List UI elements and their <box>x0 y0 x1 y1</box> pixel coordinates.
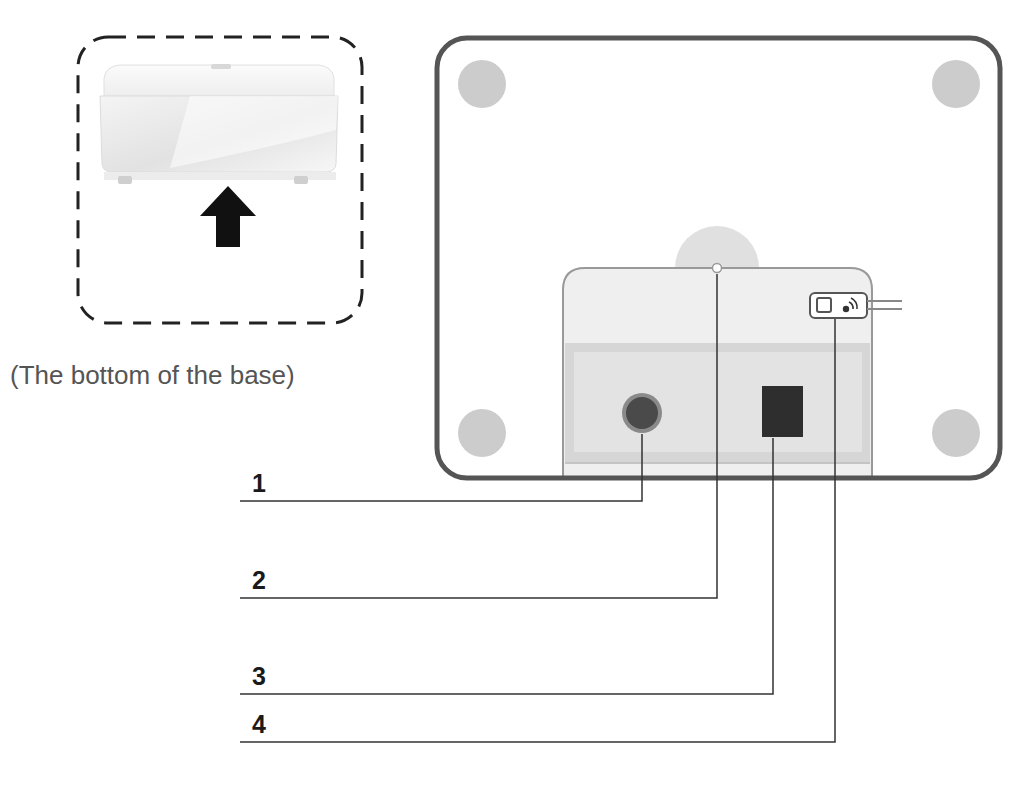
callout-number: 4 <box>252 711 266 739</box>
view-arrow <box>200 186 256 247</box>
pairing-button <box>810 293 902 318</box>
rubber-foot <box>932 409 980 457</box>
rubber-foot <box>458 60 506 108</box>
base-bottom <box>437 38 1000 478</box>
rubber-foot <box>932 60 980 108</box>
callout-number: 1 <box>252 470 266 498</box>
rubber-foot <box>458 409 506 457</box>
leader-lines <box>240 274 835 742</box>
inset-frame <box>78 37 362 323</box>
callout-number: 3 <box>252 663 266 691</box>
callout-number: 2 <box>252 567 266 595</box>
caption: (The bottom of the base) <box>10 361 295 390</box>
device-photo <box>100 64 338 184</box>
power-jack <box>622 393 662 433</box>
reset-hole <box>713 264 722 273</box>
port <box>762 386 803 437</box>
